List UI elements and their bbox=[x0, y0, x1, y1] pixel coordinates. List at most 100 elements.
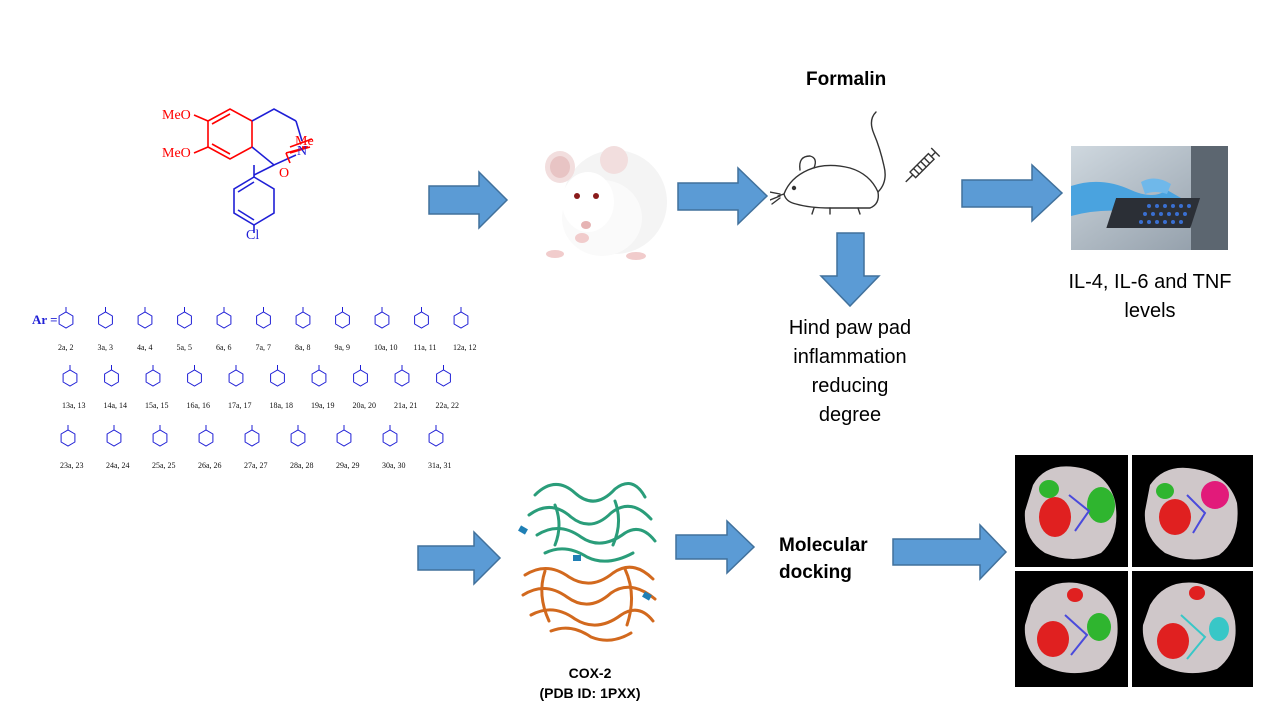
aryl-ring bbox=[228, 369, 244, 387]
aryl-ring bbox=[453, 311, 469, 329]
arrow-formalin-to-elisa bbox=[961, 163, 1064, 223]
molecular-docking-label: Molecular docking bbox=[779, 532, 868, 586]
arrow-compound-to-mouse bbox=[428, 170, 509, 230]
aryl-ring bbox=[336, 429, 352, 447]
aryl-ring bbox=[187, 369, 202, 387]
cox2-name: COX-2 bbox=[568, 665, 612, 681]
cytokine-line-1: IL-4, IL-6 and TNF bbox=[1068, 271, 1232, 293]
docking-line-2: docking bbox=[779, 562, 852, 583]
compound-number-label: 2a, 2 bbox=[58, 343, 74, 352]
aryl-ring bbox=[374, 311, 390, 329]
hind-paw-label: Hind paw pad inflammation reducing degre… bbox=[760, 314, 940, 430]
arrow-mouse-to-formalin bbox=[677, 166, 769, 226]
docking-panel-1 bbox=[1015, 455, 1128, 567]
compound-number-label: 25a, 25 bbox=[152, 461, 176, 470]
docking-panel-4 bbox=[1132, 571, 1253, 687]
aryl-ring bbox=[58, 311, 74, 329]
aryl-ring bbox=[244, 429, 260, 447]
aryl-ring bbox=[256, 311, 271, 329]
compound-number-label: 31a, 31 bbox=[428, 461, 452, 470]
ar-label: Ar = bbox=[32, 312, 58, 327]
docking-results-grid bbox=[1015, 455, 1253, 687]
docking-panel-2 bbox=[1132, 455, 1253, 567]
compound-number-label: 30a, 30 bbox=[382, 461, 406, 470]
compound-number-label: 7a, 7 bbox=[256, 343, 272, 352]
compound-number-label: 3a, 3 bbox=[98, 343, 114, 352]
compound-number-label: 18a, 18 bbox=[270, 401, 294, 410]
aryl-ring bbox=[290, 429, 306, 447]
aryl-ring bbox=[311, 369, 327, 387]
compound-number-label: 23a, 23 bbox=[60, 461, 84, 470]
aryl-ring bbox=[60, 429, 76, 447]
compound-number-label: 26a, 26 bbox=[198, 461, 222, 470]
aryl-series-drawing: Ar = 2a, 2 3a, 3 4a, 4 5a, 5 6a, 6 7a, 7 8a, 8… bbox=[32, 307, 477, 470]
nitrogen-label: N bbox=[297, 144, 307, 159]
compound-number-label: 29a, 29 bbox=[336, 461, 360, 470]
compound-number-label: 20a, 20 bbox=[353, 401, 377, 410]
compound-number-label: 15a, 15 bbox=[145, 401, 169, 410]
compound-number-label: 6a, 6 bbox=[216, 343, 232, 352]
oxygen-label: O bbox=[279, 166, 289, 181]
aryl-ring bbox=[428, 429, 444, 447]
compound-number-label: 17a, 17 bbox=[228, 401, 252, 410]
compound-number-label: 5a, 5 bbox=[177, 343, 193, 352]
hind-paw-line-4: degree bbox=[818, 404, 882, 426]
aryl-ring bbox=[353, 369, 368, 387]
compound-number-label: 9a, 9 bbox=[335, 343, 351, 352]
compound-number-label: 12a, 12 bbox=[453, 343, 477, 352]
aryl-ring bbox=[335, 311, 350, 329]
compound-number-label: 19a, 19 bbox=[311, 401, 335, 410]
docking-panel-3 bbox=[1015, 571, 1128, 687]
aryl-series-panel: Ar = 2a, 2 3a, 3 4a, 4 5a, 5 6a, 6 7a, 7 8a, 8… bbox=[30, 292, 480, 472]
aryl-ring bbox=[177, 311, 192, 329]
cox2-pdb-id: (PDB ID: 1PXX) bbox=[539, 685, 641, 701]
cytokine-levels-label: IL-4, IL-6 and TNF levels bbox=[1050, 268, 1250, 326]
aryl-ring bbox=[414, 311, 429, 329]
cox2-protein-structure bbox=[518, 482, 657, 642]
lead-compound-structure: MeO MeO N Me O Cl bbox=[162, 108, 314, 243]
aryl-ring bbox=[152, 429, 168, 447]
aryl-ring bbox=[198, 429, 214, 447]
hind-paw-line-3: reducing bbox=[811, 375, 889, 397]
aryl-ring bbox=[137, 311, 153, 329]
cytokine-line-2: levels bbox=[1124, 300, 1176, 322]
compound-number-label: 22a, 22 bbox=[436, 401, 460, 410]
aryl-ring bbox=[98, 311, 113, 329]
methoxy-bottom-label: MeO bbox=[162, 146, 191, 161]
aryl-ring bbox=[104, 369, 119, 387]
arrow-docking-to-results bbox=[892, 523, 1008, 581]
formalin-label: Formalin bbox=[806, 69, 887, 90]
compound-number-label: 16a, 16 bbox=[187, 401, 211, 410]
compound-number-label: 27a, 27 bbox=[244, 461, 268, 470]
arrow-formalin-down bbox=[819, 232, 881, 308]
compound-number-label: 21a, 21 bbox=[394, 401, 418, 410]
hind-paw-line-1: Hind paw pad bbox=[788, 317, 912, 339]
arrow-cox2-to-docking bbox=[675, 519, 756, 575]
aryl-ring bbox=[145, 369, 161, 387]
compound-number-label: 13a, 13 bbox=[62, 401, 86, 410]
aryl-ring bbox=[295, 311, 311, 329]
methoxy-top-label: MeO bbox=[162, 108, 191, 123]
compound-number-label: 8a, 8 bbox=[295, 343, 311, 352]
arrow-series-to-cox2 bbox=[417, 530, 502, 586]
compound-number-label: 14a, 14 bbox=[104, 401, 128, 410]
compound-number-label: 28a, 28 bbox=[290, 461, 314, 470]
aryl-ring bbox=[106, 429, 122, 447]
compound-number-label: 24a, 24 bbox=[106, 461, 130, 470]
chloro-label: Cl bbox=[246, 228, 259, 243]
formalin-mouse-sketch bbox=[770, 111, 941, 215]
hind-paw-line-2: inflammation bbox=[793, 346, 907, 368]
compound-number-label: 4a, 4 bbox=[137, 343, 153, 352]
aryl-ring bbox=[270, 369, 285, 387]
lab-mouse-image bbox=[545, 146, 667, 260]
compound-number-label: 10a, 10 bbox=[374, 343, 398, 352]
aryl-ring bbox=[382, 429, 398, 447]
aryl-ring bbox=[436, 369, 451, 387]
docking-line-1: Molecular bbox=[779, 535, 868, 556]
compound-number-label: 11a, 11 bbox=[414, 343, 437, 352]
elisa-plate-photo bbox=[1071, 146, 1228, 250]
aryl-ring bbox=[394, 369, 410, 387]
methyl-label: Me bbox=[295, 134, 314, 149]
aryl-ring bbox=[62, 369, 78, 387]
